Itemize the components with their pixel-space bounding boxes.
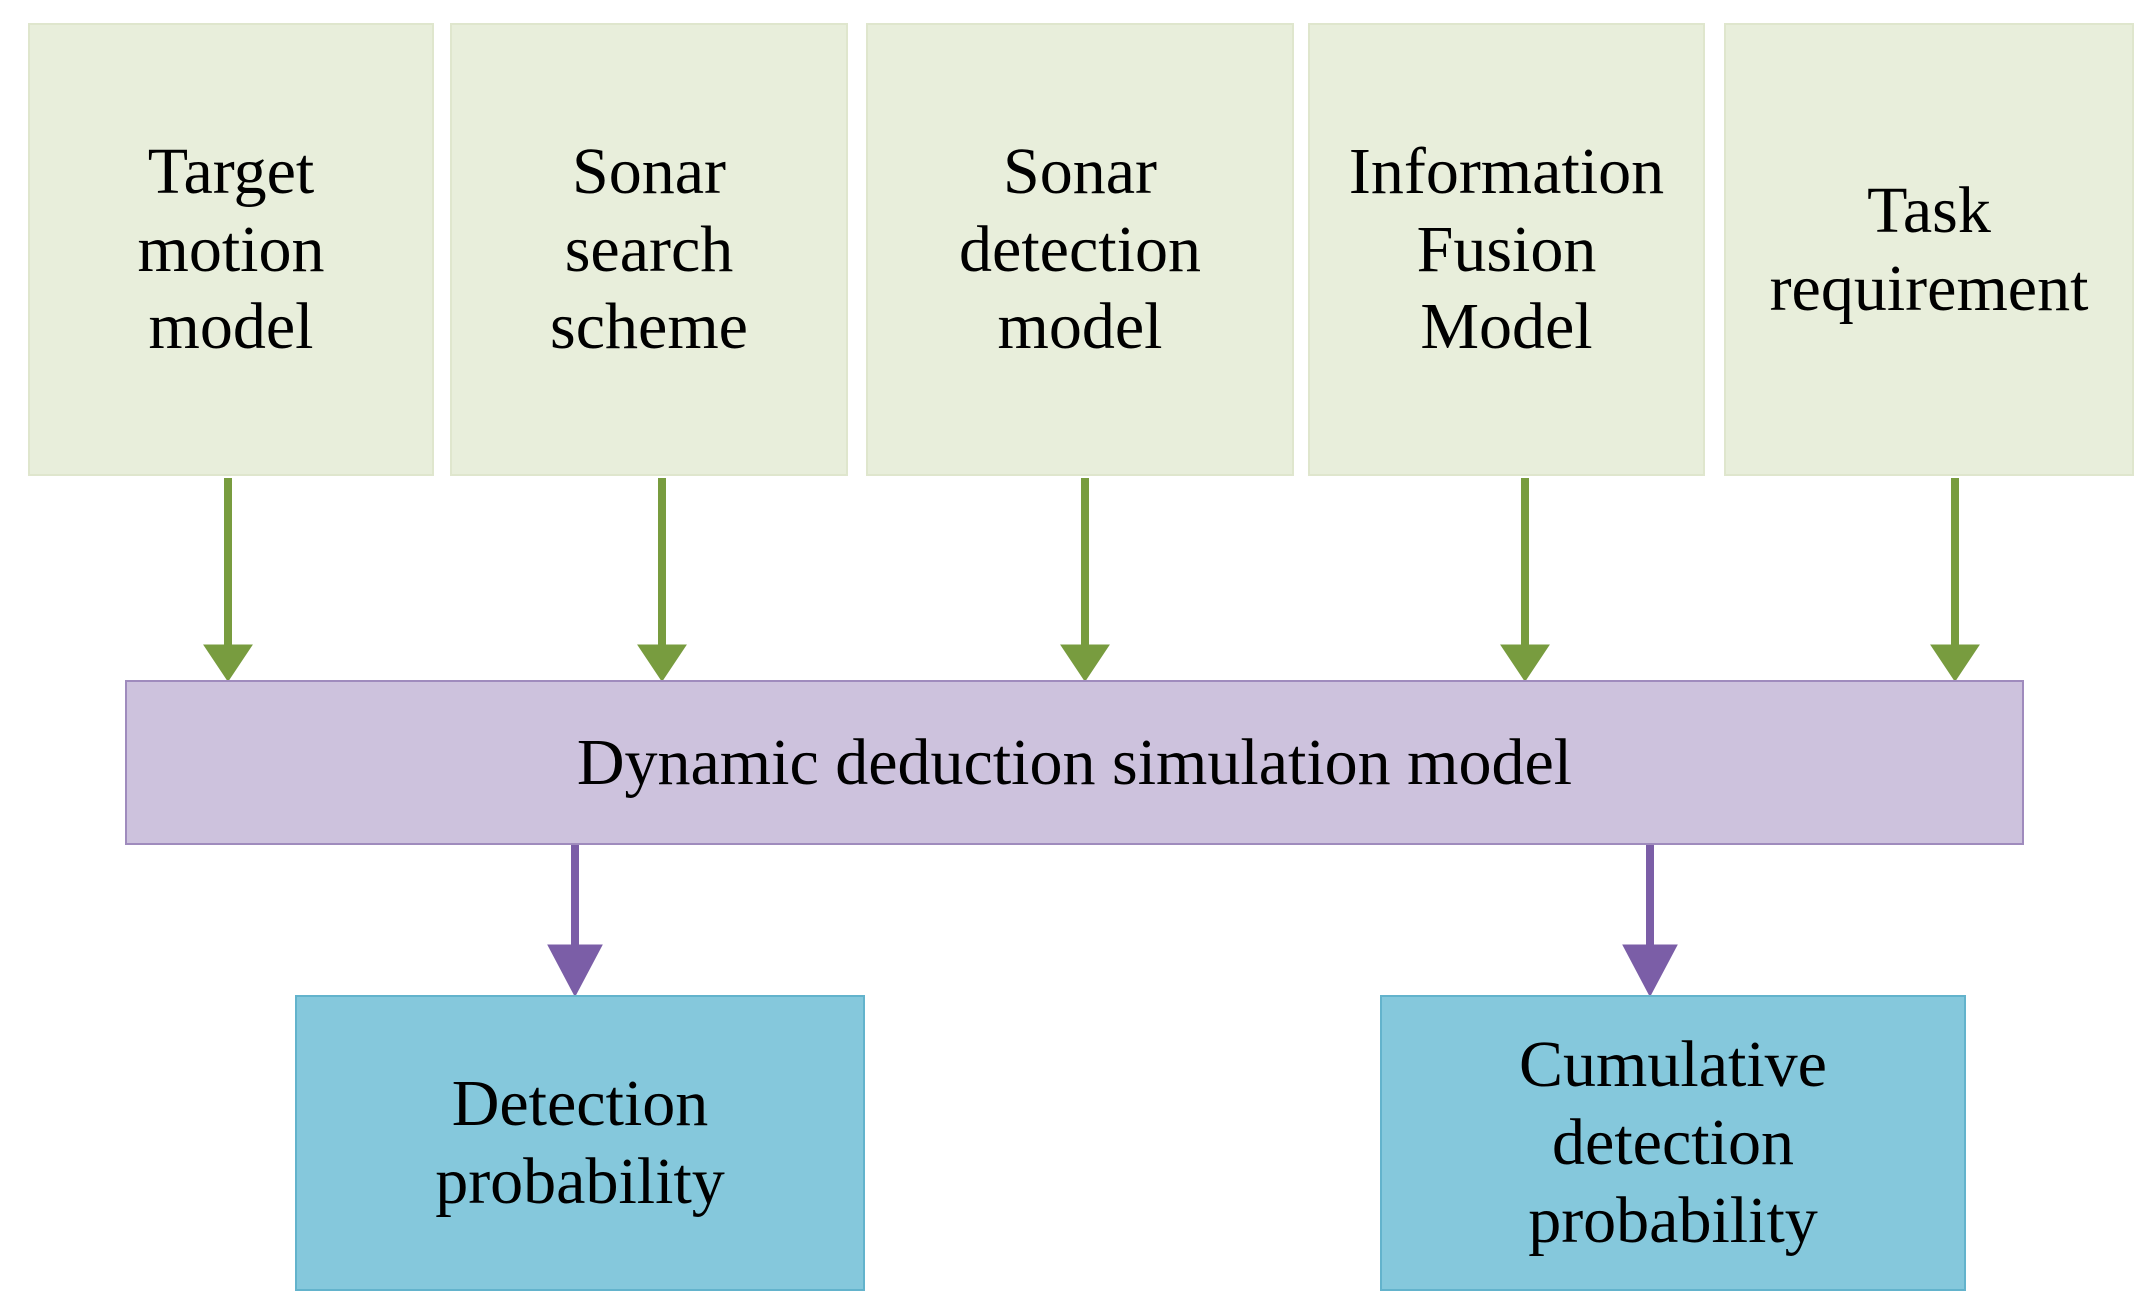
- node-target-motion-model[interactable]: Target motion model: [28, 23, 434, 476]
- node-dynamic-deduction-simulation-model[interactable]: Dynamic deduction simulation model: [125, 680, 2024, 845]
- node-label: Dynamic deduction simulation model: [576, 725, 1573, 799]
- node-task-requirement[interactable]: Task requirement: [1724, 23, 2134, 476]
- arrow-information-fusion-model-to-process: [1500, 478, 1550, 682]
- node-label: Information Fusion Model: [1348, 134, 1665, 364]
- node-detection-probability[interactable]: Detection probability: [295, 995, 865, 1291]
- node-sonar-detection-model[interactable]: Sonar detection model: [866, 23, 1294, 476]
- node-information-fusion-model[interactable]: Information Fusion Model: [1308, 23, 1705, 476]
- node-label: Sonar detection model: [959, 134, 1201, 364]
- arrow-task-requirement-to-process: [1930, 478, 1980, 682]
- arrow-sonar-detection-model-to-process: [1060, 478, 1110, 682]
- node-label: Sonar search scheme: [550, 134, 748, 364]
- node-label: Detection probability: [435, 1067, 725, 1218]
- node-cumulative-detection-probability[interactable]: Cumulative detection probability: [1380, 995, 1966, 1291]
- arrow-sonar-search-scheme-to-process: [637, 478, 687, 682]
- arrow-target-motion-model-to-process: [203, 478, 253, 682]
- arrow-process-to-detection-probability: [547, 845, 603, 998]
- node-sonar-search-scheme[interactable]: Sonar search scheme: [450, 23, 848, 476]
- node-label: Task requirement: [1769, 173, 2089, 325]
- node-label: Cumulative detection probability: [1519, 1028, 1827, 1257]
- arrow-process-to-cumulative-detection-probability: [1622, 845, 1678, 998]
- node-label: Target motion model: [137, 134, 325, 364]
